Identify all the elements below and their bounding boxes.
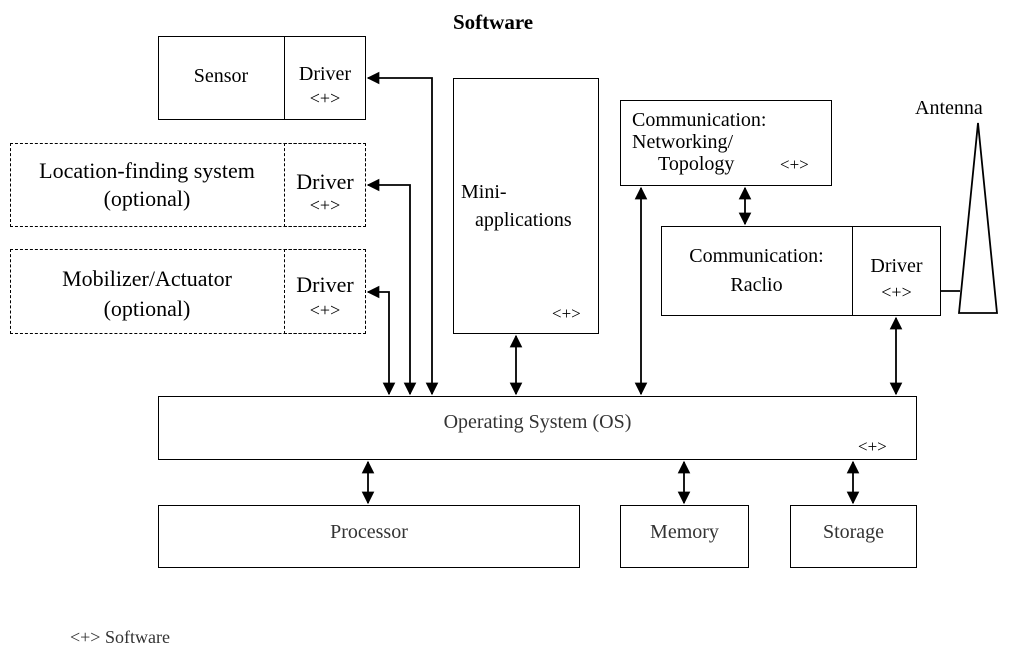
location-driver-block <box>284 143 366 227</box>
location-driver-marker: <+> <box>309 195 341 215</box>
mobilizer-label: Mobilizer/Actuator <box>62 266 232 291</box>
comm-networking-label-2: Networking/ <box>632 131 734 153</box>
mobilizer-driver-block <box>284 249 366 334</box>
processor-label: Processor <box>330 521 408 543</box>
comm-radio-driver-block <box>852 226 941 316</box>
mini-applications-block <box>453 78 599 334</box>
storage-label: Storage <box>822 521 885 543</box>
mini-applications-label-2: applications <box>475 209 572 231</box>
location-os-arrow <box>366 178 417 396</box>
legend-software: <+> Software <box>70 627 170 647</box>
storage-block <box>790 505 917 568</box>
mobilizer-os-arrow <box>366 285 396 396</box>
location-optional-label: (optional) <box>103 186 191 211</box>
sensor-driver-marker: <+> <box>309 88 341 108</box>
mobilizer-driver-label: Driver <box>296 272 354 297</box>
sensor-os-arrow <box>366 71 439 396</box>
comm-radio-label-1: Communication: <box>689 245 824 267</box>
comm-radio-driver-marker: <+> <box>881 282 912 302</box>
sensor-driver-label: Driver <box>298 63 352 85</box>
operating-system-marker: <+> <box>858 437 887 456</box>
mobilizer-driver-marker: <+> <box>309 300 341 320</box>
comm-radio-label-2: Raclio <box>730 274 783 296</box>
operating-system-label: Operating System (OS) <box>443 411 632 433</box>
operating-system-block <box>158 396 917 460</box>
memory-block <box>620 505 749 568</box>
location-label: Location-finding system <box>39 158 255 183</box>
memory-label: Memory <box>650 521 719 543</box>
mobilizer-optional-label: (optional) <box>103 296 191 321</box>
comm-radio-driver-label: Driver <box>870 255 923 277</box>
processor-block <box>158 505 580 568</box>
mini-applications-marker: <+> <box>552 304 581 323</box>
antenna-icon <box>958 122 998 314</box>
comm-networking-label-1: Communication: <box>632 109 767 131</box>
comm-networking-marker: <+> <box>780 155 809 174</box>
location-driver-label: Driver <box>296 169 354 194</box>
diagram-title: Software <box>453 10 534 34</box>
sensor-label: Sensor <box>193 65 249 87</box>
sensor-driver-block <box>284 36 366 120</box>
antenna-label: Antenna <box>915 97 983 119</box>
comm-networking-block <box>620 100 832 186</box>
mini-applications-label-1: Mini- <box>461 181 507 203</box>
comm-networking-label-3: Topology <box>658 153 735 175</box>
